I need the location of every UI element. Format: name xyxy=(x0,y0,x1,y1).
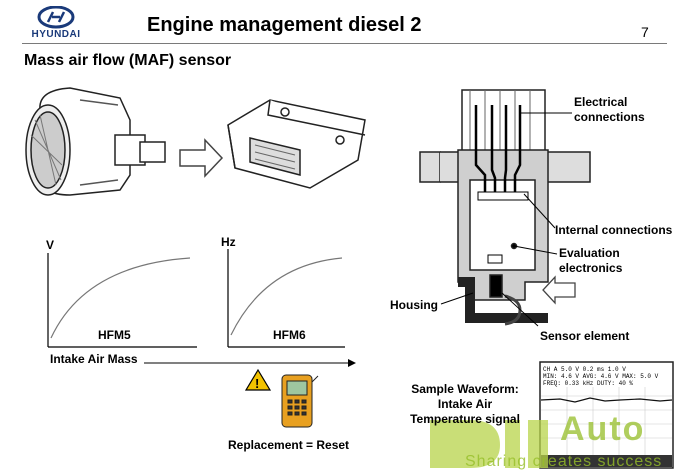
replacement-note: Replacement = Reset xyxy=(228,438,350,452)
ecu-image xyxy=(227,99,366,189)
label-evaluation-electronics: Evaluation electronics xyxy=(559,246,622,276)
graph-hfm6-axis-label: Hz xyxy=(221,235,236,249)
brand-name: HYUNDAI xyxy=(31,29,81,40)
svg-text:MIN: 4.6 V AVG: 4.6 V MAX: 5: MIN: 4.6 V AVG: 4.6 V MAX: 5.0 V xyxy=(543,373,659,380)
sensor-cross-section xyxy=(419,89,591,327)
watermark-slogan: Sharing creates success xyxy=(465,453,663,470)
label-housing: Housing xyxy=(390,298,438,312)
label-evaluation-line2: electronics xyxy=(559,261,623,275)
watermark-logo xyxy=(430,420,548,468)
section-subtitle: Mass air flow (MAF) sensor xyxy=(24,52,232,69)
label-electrical-line2: connections xyxy=(574,110,645,124)
header-divider xyxy=(22,43,667,44)
label-evaluation-line1: Evaluation xyxy=(559,246,620,260)
waveform-caption-line3: Temperature signal xyxy=(410,412,520,426)
waveform-caption-line2: Intake Air xyxy=(437,397,493,411)
maf-sensor-image xyxy=(25,87,166,196)
graph-hfm6-label: HFM6 xyxy=(273,328,306,342)
watermark-brand: Auto xyxy=(560,410,646,448)
graph-hfm5-label: HFM5 xyxy=(98,328,131,342)
hyundai-logo: HYUNDAI xyxy=(26,6,86,42)
arrow-right-icon xyxy=(179,138,224,178)
label-electrical-line1: Electrical xyxy=(574,95,628,109)
page-title: Engine management diesel 2 xyxy=(147,14,422,36)
x-axis-label: Intake Air Mass xyxy=(50,352,138,366)
svg-text:!: ! xyxy=(255,376,259,391)
scan-tool-image xyxy=(281,374,319,428)
graph-hfm6 xyxy=(227,249,345,348)
warning-icon: ! xyxy=(244,368,272,391)
graph-hfm5 xyxy=(47,253,197,348)
graph-hfm5-axis-label: V xyxy=(46,238,55,252)
waveform-caption: Sample Waveform: Intake Air Temperature … xyxy=(400,382,530,427)
waveform-screen: CH A 5.0 V 0.2 ms 1.0 V MIN: 4.6 V AVG: … xyxy=(539,361,674,469)
label-sensor-element: Sensor element xyxy=(540,329,630,343)
label-internal-connections: Internal connections xyxy=(555,223,673,237)
svg-text:CH A 5.0 V 0.2 ms 1.0 V: CH A 5.0 V 0.2 ms 1.0 V xyxy=(543,366,626,373)
waveform-caption-line1: Sample Waveform: xyxy=(411,382,519,396)
page-number: 7 xyxy=(641,24,649,40)
svg-text:FREQ: 0.33 kHz DUTY: 40 %: FREQ: 0.33 kHz DUTY: 40 % xyxy=(543,380,633,387)
label-electrical-connections: Electrical connections xyxy=(574,95,645,125)
